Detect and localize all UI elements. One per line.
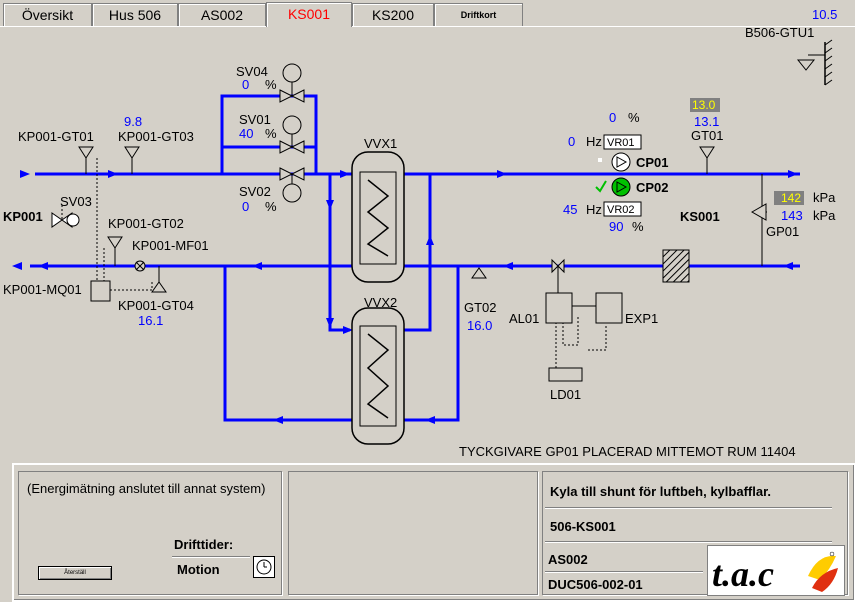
al01-vessel[interactable] [545, 258, 573, 324]
duc-id: DUC506-002-01 [548, 577, 643, 592]
cp01-hz-value: 0 [568, 134, 575, 149]
desc-divider-1 [545, 507, 832, 508]
system-id: 506-KS001 [550, 519, 616, 534]
cp02-hz-value: 45 [563, 202, 577, 217]
vvx2-label: VVX2 [364, 295, 397, 310]
vr01-label: VR01 [607, 137, 635, 149]
kp-gt04-value: 16.1 [138, 313, 163, 328]
kp-mf01-label: KP001-MF01 [132, 238, 209, 253]
vvx1-label: VVX1 [364, 136, 397, 151]
outdoor-sensor[interactable] [796, 39, 833, 86]
valve-sv01[interactable] [279, 115, 305, 154]
tac-logo: t.a.c [707, 545, 845, 596]
exp1-vessel[interactable] [595, 292, 623, 324]
sv03-label: SV03 [60, 194, 92, 209]
tab-hus-506[interactable]: Hus 506 [92, 3, 178, 26]
kp001-label: KP001 [3, 209, 43, 224]
cp01-label: CP01 [636, 155, 669, 170]
outdoor-temp-value: 10.5 [812, 7, 837, 22]
sv02-label: SV02 [239, 184, 271, 199]
strainer [662, 249, 690, 283]
sv01-label: SV01 [239, 112, 271, 127]
mf01-cross [135, 261, 145, 271]
cp02-pct-unit: % [632, 219, 644, 234]
kp-gt02-label: KP001-GT02 [108, 216, 184, 231]
controller-id: AS002 [548, 552, 588, 567]
system-description: Kyla till shunt för luftbeh, kylbafflar. [550, 484, 772, 499]
tab-oversikt[interactable]: Översikt [3, 3, 92, 26]
sv04-unit: % [265, 77, 277, 92]
energy-note: (Energimätning anslutet till annat syste… [27, 481, 266, 496]
desc-divider-2 [545, 541, 832, 542]
gp01-value-unit: kPa [813, 208, 836, 223]
gt01-value: 13.1 [694, 114, 719, 129]
gt01-setpoint-box[interactable] [690, 98, 720, 112]
clock-icon[interactable] [253, 556, 275, 578]
sv04-label: SV04 [236, 64, 268, 79]
gp01-label: GP01 [766, 224, 799, 239]
sv02-unit: % [265, 199, 277, 214]
valve-sv04[interactable] [279, 63, 305, 103]
gt01-label: GT01 [691, 128, 724, 143]
cp02-hz-unit: Hz [586, 202, 602, 217]
sensor-placement-note: TYCKGIVARE GP01 PLACERAD MITTEMOT RUM 11… [459, 444, 796, 459]
vvx2-exchanger[interactable] [351, 307, 405, 445]
vr02-box[interactable] [603, 201, 642, 217]
motion-label: Motion [177, 562, 220, 577]
gp01-setpoint-box[interactable] [774, 191, 804, 205]
kp-gt03-value: 9.8 [124, 114, 142, 129]
process-diagram: 10.5 B506-GTU1 SV04 0 % SV01 40 % SV02 0… [3, 7, 837, 459]
pump-cp02[interactable] [595, 177, 631, 197]
description-section [542, 471, 848, 595]
sv02-value: 0 [242, 199, 249, 214]
al01-label: AL01 [509, 311, 539, 326]
gt01-setpoint: 13.0 [692, 98, 716, 112]
cp01-hz-unit: Hz [586, 134, 602, 149]
pump-speed-value: 0 [609, 110, 616, 125]
tab-ks200[interactable]: KS200 [352, 3, 434, 26]
tab-driftkort[interactable]: Driftkort [434, 3, 523, 26]
gt02-label: GT02 [464, 300, 497, 315]
pump-cp01[interactable] [598, 152, 631, 172]
sv04-value: 0 [242, 77, 249, 92]
ld01-label: LD01 [550, 387, 581, 402]
mq01-box[interactable] [90, 280, 111, 302]
tab-as002[interactable]: AS002 [178, 3, 266, 26]
sv01-value: 40 [239, 126, 253, 141]
gp01-value: 143 [781, 208, 803, 223]
gp01-sensor[interactable] [750, 174, 767, 266]
valve-sv03[interactable] [51, 205, 80, 228]
sv01-unit: % [265, 126, 277, 141]
ld01-box[interactable] [548, 367, 583, 382]
vvx1-exchanger[interactable] [351, 151, 405, 283]
energy-section [18, 471, 282, 595]
valve-sv02[interactable] [279, 167, 305, 203]
kp-mq01-label: KP001-MQ01 [3, 282, 82, 297]
reset-button[interactable]: Återställ [38, 566, 112, 580]
exp1-label: EXP1 [625, 311, 658, 326]
pump-speed-unit: % [628, 110, 640, 125]
vr01-box[interactable] [603, 134, 642, 150]
tab-divider [0, 26, 855, 27]
middle-section [288, 471, 538, 595]
runtime-label: Drifttider: [174, 537, 234, 552]
ks001-label: KS001 [680, 209, 720, 224]
desc-divider-3 [545, 571, 703, 572]
gt02-value: 16.0 [467, 318, 492, 333]
kp-gt04-label: KP001-GT04 [118, 298, 194, 313]
gp01-setpoint-unit: kPa [813, 190, 836, 205]
tac-logo-text: t.a.c [712, 554, 774, 594]
vr02-label: VR02 [607, 204, 635, 216]
cp02-pct-value: 90 [609, 219, 623, 234]
flow-arrows [12, 170, 798, 424]
cp02-label: CP02 [636, 180, 669, 195]
outdoor-sensor-label: B506-GTU1 [745, 25, 814, 40]
tab-ks001[interactable]: KS001 [266, 2, 352, 27]
sensor-symbols[interactable] [78, 146, 715, 293]
runtime-divider [172, 556, 250, 557]
gp01-setpoint: 142 [781, 191, 801, 205]
kp-gt03-label: KP001-GT03 [118, 129, 194, 144]
kp-gt01-label: KP001-GT01 [18, 129, 94, 144]
